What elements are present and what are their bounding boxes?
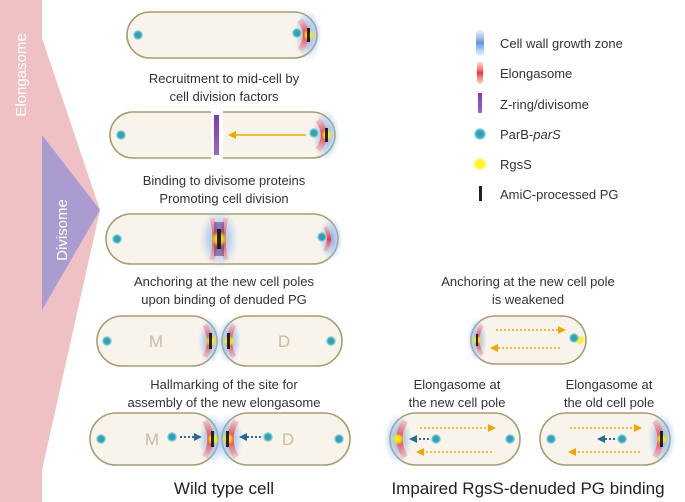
- parb-pars-dot: [263, 432, 273, 442]
- parb-pars-dot: [96, 434, 106, 444]
- row5-mother-cell: M: [89, 412, 226, 466]
- impaired-cell-top: [467, 315, 587, 365]
- legend-elongasome-label: Elongasome: [500, 66, 572, 81]
- row4-daughter-cell: D: [217, 315, 343, 367]
- parb-pars-dot: [167, 432, 177, 442]
- divisome-stage-band: [42, 135, 100, 310]
- parb-pars-dot: [292, 28, 302, 38]
- caption-binding-1: Binding to divisome proteins: [143, 173, 306, 188]
- daughter-cell-label: D: [282, 430, 294, 449]
- caption-recruitment-1: Recruitment to mid-cell by: [149, 71, 300, 86]
- parb-pars-dot: [334, 434, 344, 444]
- parb-pars-dot: [309, 128, 319, 138]
- impaired-cell-old-pole: [539, 412, 676, 466]
- impaired-cell-new-pole: [384, 412, 521, 466]
- legend-parb-swatch: [474, 128, 486, 140]
- legend-rgss-label: RgsS: [500, 157, 532, 172]
- parb-pars-dot: [546, 434, 556, 444]
- row5-daughter-cell: D: [215, 412, 351, 466]
- cell-body: [126, 11, 318, 59]
- parb-pars-dot: [112, 234, 122, 244]
- amic-pg-marker: [660, 431, 663, 447]
- caption-hallmarking-1: Hallmarking of the site for: [150, 377, 298, 392]
- legend-amic-label: AmiC-processed PG: [500, 187, 618, 202]
- caption-anchoring-2: upon binding of denuded PG: [141, 292, 307, 307]
- daughter-cell-label: D: [278, 332, 290, 351]
- z-ring-marker: [214, 115, 219, 155]
- amic-pg-marker: [476, 334, 478, 346]
- legend-parb-label: ParB-parS: [500, 127, 561, 142]
- caption-recruitment-2: cell division factors: [169, 89, 279, 104]
- row3-cell: [105, 209, 343, 269]
- parb-pars-dot: [431, 434, 441, 444]
- caption-anchoring-1: Anchoring at the new cell poles: [134, 274, 314, 289]
- divisome-band-label: Divisome: [54, 199, 71, 261]
- legend: Cell wall growth zone Elongasome Z-ring/…: [473, 30, 623, 202]
- caption-new-pole-1: Elongasome at: [414, 377, 501, 392]
- caption-binding-2: Promoting cell division: [159, 191, 288, 206]
- parb-pars-dot: [569, 333, 579, 343]
- cell-body: [470, 315, 587, 365]
- row2-cell: [109, 109, 340, 161]
- row4-mother-cell: M: [96, 315, 222, 367]
- elongasome-marker: [323, 225, 331, 253]
- legend-growth-zone-label: Cell wall growth zone: [500, 36, 623, 51]
- parb-pars-dot: [116, 130, 126, 140]
- rgss-marker: [392, 433, 404, 445]
- caption-old-pole-1: Elongasome at: [566, 377, 653, 392]
- legend-elongasome-swatch: [477, 62, 483, 84]
- amic-pg-marker: [226, 431, 229, 447]
- caption-weakened-1: Anchoring at the new cell pole: [441, 274, 614, 289]
- elongasome-band-label: Elongasome: [13, 33, 30, 116]
- legend-growth-zone-swatch: [476, 30, 484, 56]
- amic-pg-marker: [307, 28, 310, 42]
- caption-old-pole-2: the old cell pole: [564, 395, 654, 410]
- row1-cell: [126, 9, 322, 61]
- parb-pars-dot: [133, 30, 143, 40]
- mother-cell-label: M: [145, 430, 159, 449]
- amic-pg-marker: [211, 431, 214, 447]
- legend-zring-label: Z-ring/divisome: [500, 97, 589, 112]
- caption-weakened-2: is weakened: [492, 292, 564, 307]
- parb-pars-dot: [326, 336, 336, 346]
- legend-amic-swatch: [479, 186, 482, 201]
- amic-pg-marker: [325, 128, 328, 142]
- parb-pars-dot: [102, 336, 112, 346]
- title-impaired: Impaired RgsS-denuded PG binding: [391, 479, 664, 498]
- parb-pars-dot: [617, 434, 627, 444]
- legend-zring-swatch: [478, 93, 482, 113]
- mother-cell-label: M: [149, 332, 163, 351]
- caption-new-pole-2: the new cell pole: [409, 395, 506, 410]
- parb-pars-dot: [317, 232, 327, 242]
- caption-hallmarking-2: assembly of the new elongasome: [128, 395, 321, 410]
- parb-pars-dot: [505, 434, 515, 444]
- amic-pg-marker: [217, 229, 221, 249]
- title-wild-type: Wild type cell: [174, 479, 274, 498]
- amic-pg-marker: [209, 333, 212, 349]
- amic-pg-marker: [227, 333, 230, 349]
- legend-rgss-swatch: [473, 157, 487, 171]
